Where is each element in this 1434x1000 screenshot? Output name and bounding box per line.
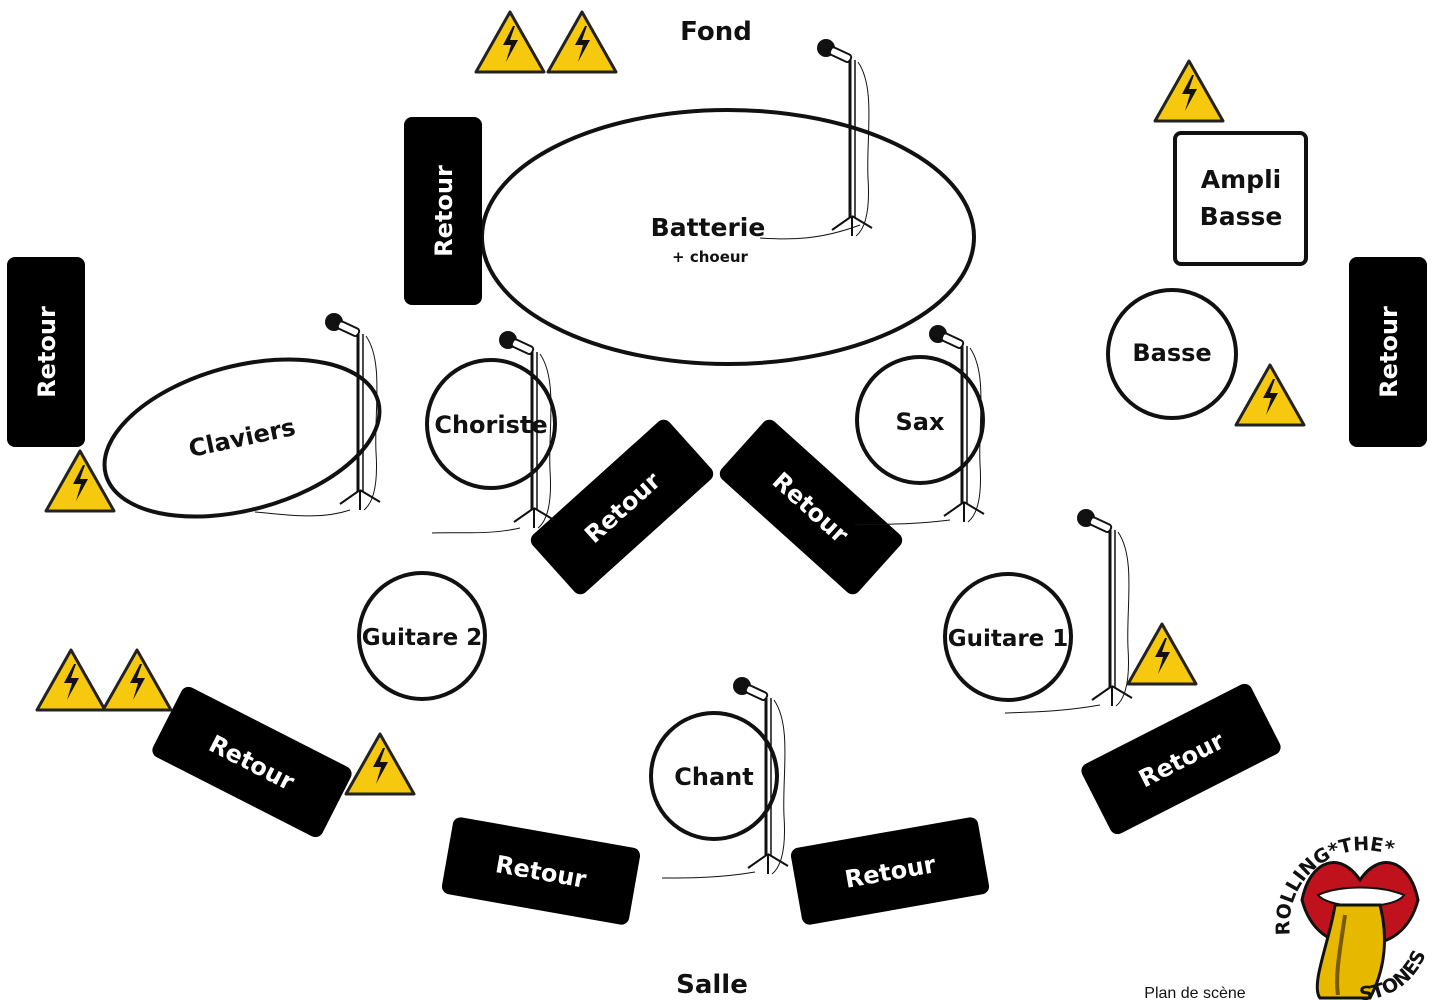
monitor-wedge: Retour — [719, 419, 903, 595]
guitar2-position: Guitare 2 — [357, 571, 487, 701]
monitor-wedge: Retour — [152, 686, 352, 838]
monitor-wedge: Retour — [7, 257, 85, 447]
stage-back-label: Fond — [680, 17, 752, 47]
monitor-wedge: Retour — [790, 817, 990, 925]
microphone-stand-icon — [1075, 507, 1134, 708]
drums-sublabel: + choeur — [672, 248, 749, 266]
stage-front-label: Salle — [676, 970, 748, 1000]
monitor-wedge: Retour — [404, 117, 482, 305]
monitor-wedge: Retour — [1081, 683, 1281, 835]
sax-position: Sax — [855, 355, 985, 485]
high-voltage-warning-icon — [1153, 59, 1225, 123]
lead-vocal-position: Chant — [649, 711, 779, 841]
high-voltage-warning-icon — [1126, 622, 1198, 686]
high-voltage-warning-icon — [101, 648, 173, 712]
backing-vocal-position: Choriste — [425, 358, 557, 490]
monitor-label: Retour — [33, 306, 61, 398]
backing-vocal-label: Choriste — [434, 411, 547, 439]
bass-amp: Ampli Basse — [1173, 131, 1308, 266]
high-voltage-warning-icon — [1234, 363, 1306, 427]
bass-label: Basse — [1132, 339, 1211, 367]
monitor-wedge: Retour — [530, 419, 714, 595]
sax-label: Sax — [896, 408, 945, 436]
bass-position: Basse — [1106, 288, 1238, 420]
guitar1-position: Guitare 1 — [943, 572, 1073, 702]
rolling-stones-logo: ROLLING*THE* STONES — [1272, 833, 1430, 1000]
monitor-label: Retour — [430, 165, 458, 257]
drums-position: Batterie + choeur — [480, 108, 976, 366]
guitar2-label: Guitare 2 — [362, 625, 483, 651]
guitar1-label: Guitare 1 — [948, 626, 1069, 652]
high-voltage-warning-icon — [546, 10, 618, 74]
bass-amp-label-line1: Ampli — [1201, 165, 1281, 194]
caption: Plan de scène — [1144, 985, 1246, 1000]
high-voltage-warning-icon — [35, 648, 107, 712]
monitor-label: Retour — [1375, 306, 1403, 398]
monitor-wedge: Retour — [441, 817, 641, 925]
high-voltage-warning-icon — [474, 10, 546, 74]
lead-vocal-label: Chant — [674, 763, 753, 791]
monitor-wedge: Retour — [1349, 257, 1427, 447]
bass-amp-label-line2: Basse — [1200, 202, 1283, 231]
drums-label: Batterie — [651, 213, 766, 242]
keyboards-position: Claviers — [102, 357, 382, 519]
high-voltage-warning-icon — [344, 732, 416, 796]
